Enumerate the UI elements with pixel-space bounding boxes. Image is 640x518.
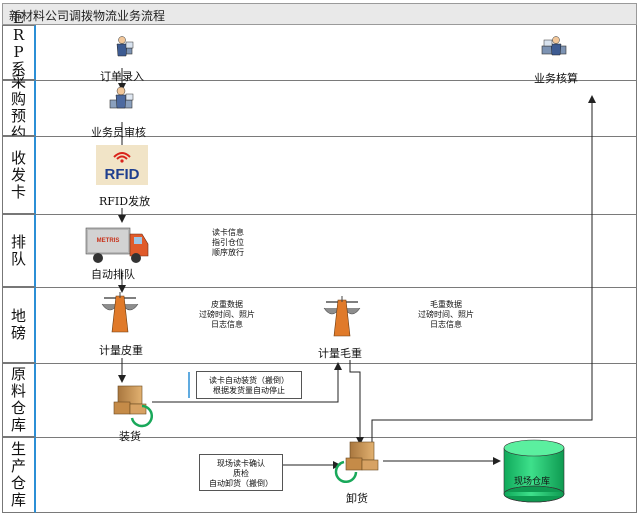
rfid-issue-label: RFID发放 — [99, 195, 151, 208]
loading-boxes-icon — [113, 385, 154, 428]
tare-weight-label: 计量皮重 — [99, 344, 143, 357]
note-line: 现场读卡确认 — [217, 459, 265, 468]
site-warehouse-cylinder — [503, 439, 565, 503]
lane-production-warehouse: 生产仓库 — [2, 437, 36, 513]
note-line: 过磅时间、照片 — [418, 310, 474, 319]
truck-icon: METRIS — [85, 227, 149, 263]
note-line: 质检 — [233, 469, 249, 478]
lane-raw-warehouse: 原料仓库 — [2, 363, 36, 437]
tare-scale-icon — [101, 292, 139, 333]
edge-gross-to-unloading — [349, 360, 364, 445]
edge-unloading-to-accounting — [371, 95, 596, 444]
clerk-review-label: 业务员审核 — [91, 126, 146, 139]
lane-divider — [36, 136, 637, 137]
lane-divider — [36, 214, 637, 215]
lane-scale-label: 地磅 — [10, 307, 26, 342]
svg-text:METRIS: METRIS — [97, 238, 120, 244]
rfid-logo-icon: RFID — [96, 145, 148, 185]
diagram-title: 新材料公司调拨物流业务流程 — [9, 9, 166, 23]
note-line: 自动卸货（搬倒） — [209, 479, 273, 488]
lane-queue-label: 排队 — [10, 232, 26, 268]
diagram-title-bar: 新材料公司调拨物流业务流程 — [2, 3, 637, 25]
loading-label: 装货 — [119, 430, 141, 443]
accounting-person-icon — [541, 36, 567, 56]
unloading-label: 卸货 — [346, 492, 368, 505]
note-line: 皮重数据 — [211, 300, 243, 309]
note-line: 读卡自动装货（搬倒） — [209, 376, 289, 385]
lane-production-warehouse-label: 生产仓库 — [10, 440, 26, 509]
lane-scale: 地磅 — [2, 287, 36, 363]
clerk-review-person-icon — [109, 86, 134, 109]
order-entry-person-icon — [116, 36, 134, 57]
loading-note-box: 读卡自动装货（搬倒） 根据发货量自动停止 — [196, 371, 302, 399]
gross-info-note: 毛重数据 过磅时间、照片 日志信息 — [418, 300, 474, 330]
note-line: 指引仓位 — [212, 238, 244, 247]
lane-divider — [36, 512, 637, 513]
lane-divider — [36, 287, 637, 288]
note-line: 日志信息 — [430, 320, 462, 329]
swimlane-labels: ERP系统 采购预约 收发卡 排队 地磅 原料仓库 生产仓库 — [2, 10, 36, 513]
unloading-note-box: 现场读卡确认 质检 自动卸货（搬倒） — [199, 454, 283, 491]
accounting-label: 业务核算 — [534, 72, 578, 85]
site-warehouse-label: 现场仓库 — [514, 477, 551, 487]
connectors — [118, 68, 596, 469]
note-line: 毛重数据 — [430, 300, 462, 309]
order-entry-label: 订单录入 — [100, 70, 144, 83]
note-line: 根据发货量自动停止 — [213, 386, 285, 395]
auto-queue-label: 自动排队 — [91, 268, 135, 281]
lane-divider — [36, 437, 637, 438]
gross-scale-icon — [323, 296, 361, 337]
queue-info-note: 读卡信息 指引仓位 顺序放行 — [212, 228, 244, 258]
note-line: 读卡信息 — [212, 228, 244, 237]
lane-queue: 排队 — [2, 214, 36, 287]
lane-divider — [36, 80, 637, 81]
tare-info-note: 皮重数据 过磅时间、照片 日志信息 — [199, 300, 255, 330]
note-line: 过磅时间、照片 — [199, 310, 255, 319]
edge-loading-to-gross — [152, 362, 342, 403]
note-line: 日志信息 — [211, 320, 243, 329]
svg-text:RFID: RFID — [105, 166, 140, 183]
gross-weight-label: 计量毛重 — [318, 347, 362, 360]
lane-raw-warehouse-label: 原料仓库 — [10, 365, 26, 434]
note-line: 顺序放行 — [212, 248, 244, 257]
lane-card: 收发卡 — [2, 136, 36, 214]
lane-card-label: 收发卡 — [10, 148, 26, 201]
lane-purchase: 采购预约 — [2, 74, 36, 142]
unloading-boxes-icon — [334, 441, 379, 484]
